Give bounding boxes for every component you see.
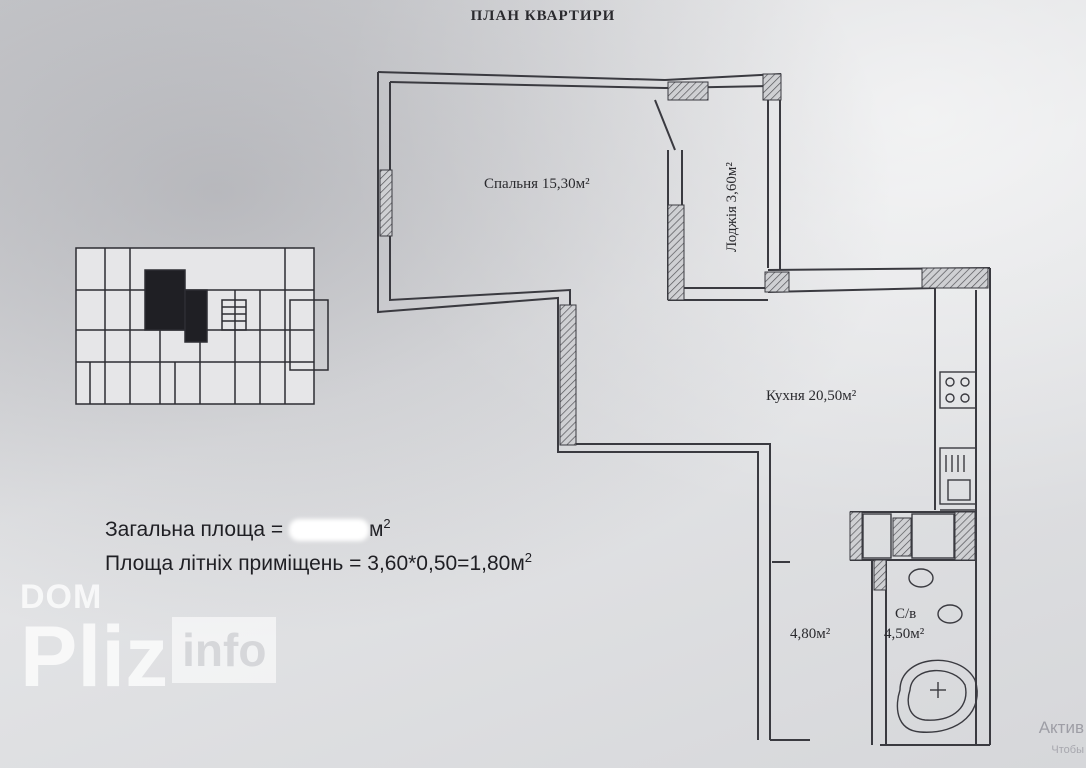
total-area-sup: 2 [383,516,391,531]
total-area-unit: м [368,518,384,541]
stove-icon [939,371,977,409]
sink-icon [939,447,977,505]
hatched-walls [379,73,989,591]
bathroom-area-label: 4,50м² [884,626,925,642]
kitchen-label: Кухня 20,50м² [766,388,857,404]
activation-overlay-subtext: Чтобы [1051,744,1084,756]
washbasin-icon [908,568,934,588]
building-key-plan [75,247,329,405]
bathroom-equipment [862,513,978,733]
bathtub-icon [896,659,978,733]
loggia-label: Лоджія 3,60м² [724,162,740,252]
total-area-line: Загальна площа = м2 [105,516,391,542]
apartment-walls [377,71,991,746]
watermark-dom: DOM [20,578,103,616]
summer-area-label: Площа літніх приміщень = 3,60*0,50=1,80м [105,552,525,575]
plan-title: ПЛАН КВАРТИРИ [470,8,616,24]
redacted-value [288,519,369,542]
bedroom-label: Спальня 15,30м² [484,176,590,192]
highlighted-apartment [144,269,186,331]
summer-area-sup: 2 [524,550,532,565]
total-area-label: Загальна площа = [105,518,289,541]
activation-overlay-text: Актив [1038,718,1084,737]
watermark-info: info [172,617,277,683]
watermark-pliz: Pliz [20,609,169,705]
kitchen-equipment [939,371,977,511]
toilet-icon [937,604,963,624]
hall-area-label: 4,80м² [790,626,831,642]
summer-area-line: Площа літніх приміщень = 3,60*0,50=1,80м… [105,550,532,576]
bathroom-name-label: С/в [895,606,917,622]
